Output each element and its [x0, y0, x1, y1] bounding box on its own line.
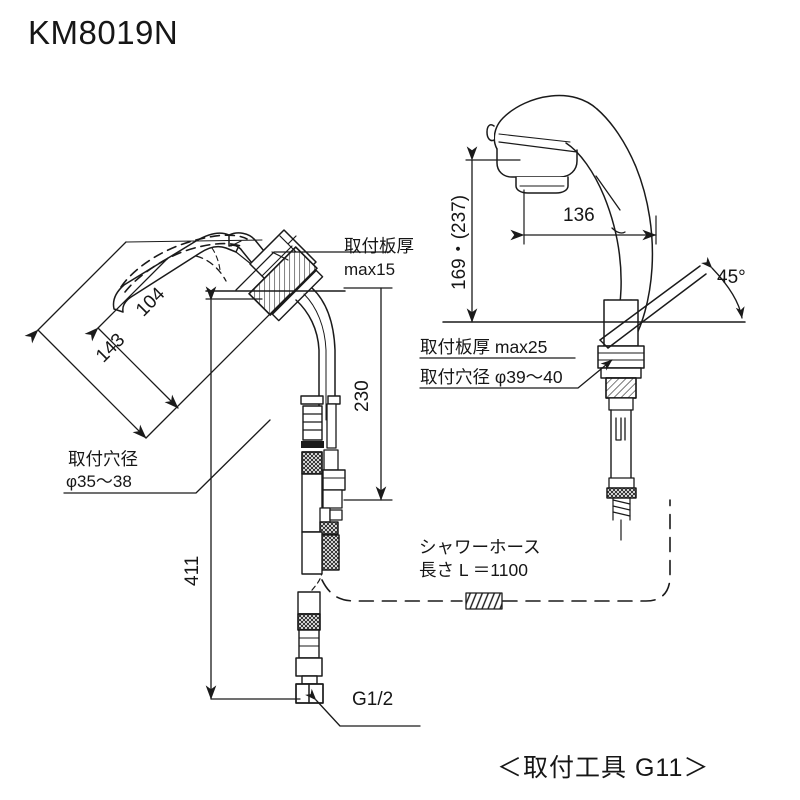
dimension-45-degrees: 45°: [717, 267, 746, 288]
left-body-base: [248, 229, 324, 322]
label-mounting-plate-thickness-left-line1: 取付板厚: [344, 236, 414, 256]
label-shower-hose-line1: シャワーホース: [419, 537, 541, 557]
label-mounting-hole-diameter-left-line2: φ35～38: [66, 472, 132, 491]
label-mounting-plate-thickness-left-line2: max15: [344, 260, 396, 279]
shower-hose-dashed-path: [321, 499, 671, 602]
dimension-230: 230: [352, 380, 373, 412]
label-mounting-hole-diameter-left-line1: 取付穴径: [68, 449, 138, 469]
label-inlet-thread-g12: G1/2: [352, 689, 394, 710]
right-dimension-lines: [419, 146, 657, 389]
page-title: KM8019N: [28, 14, 179, 51]
left-inline-fittings: [295, 395, 346, 704]
dimension-411: 411: [182, 555, 203, 586]
left-view-group: [24, 229, 671, 727]
footer-mounting-tool: ＜取付工具 G11＞: [497, 754, 710, 782]
hose-coil-symbol: [465, 592, 503, 610]
right-spray-head: [486, 94, 654, 347]
dimension-136: 136: [563, 205, 595, 226]
right-view-group: [419, 94, 746, 541]
left-dimension-lines: [24, 235, 421, 727]
left-shank-and-hose: [295, 287, 336, 421]
label-shower-hose-line2: 長さ L ＝1100: [419, 560, 528, 580]
label-mounting-plate-thickness-right: 取付板厚 max25: [420, 337, 548, 357]
dimension-169-237: 169・(237): [449, 194, 470, 290]
swivel-45-indicator: [599, 256, 745, 349]
label-mounting-hole-diameter-right: 取付穴径 φ39～40: [420, 367, 563, 387]
